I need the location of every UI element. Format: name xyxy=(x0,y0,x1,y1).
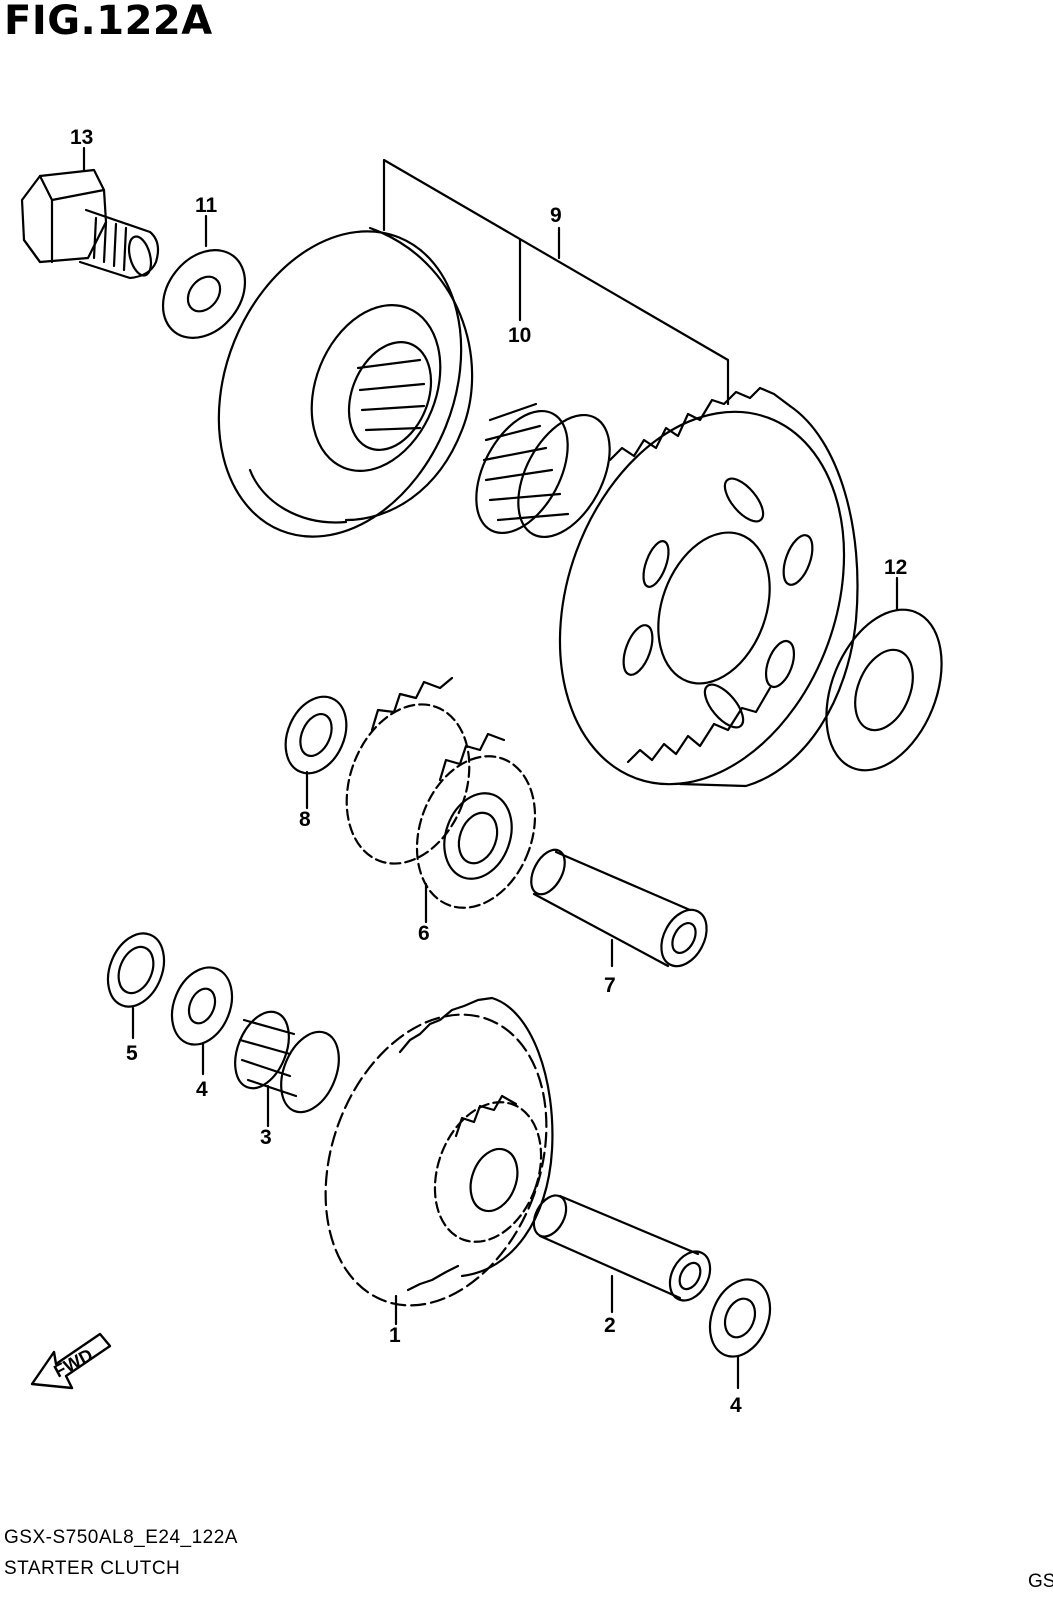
washer-12[interactable] xyxy=(804,576,963,787)
label-7: 7 xyxy=(604,974,616,997)
label-10: 10 xyxy=(508,324,531,347)
label-12: 12 xyxy=(884,556,907,579)
starter-clutch-housing[interactable] xyxy=(175,195,505,573)
group-name: STARTER CLUTCH xyxy=(4,1558,181,1579)
needle-bearing-3[interactable] xyxy=(225,1004,350,1128)
model-code: GSX-S750AL8_E24_122A xyxy=(4,1527,238,1548)
label-9: 9 xyxy=(550,204,562,227)
label-11: 11 xyxy=(195,194,218,217)
label-4-upper: 4 xyxy=(196,1078,208,1101)
part-number-labels: 13 11 9 10 12 8 6 7 5 4 3 1 2 4 xyxy=(70,126,907,1417)
washer-8[interactable] xyxy=(274,687,358,810)
label-13: 13 xyxy=(70,126,93,149)
label-6: 6 xyxy=(418,922,430,945)
bolt-13[interactable] xyxy=(20,146,160,280)
label-3: 3 xyxy=(260,1126,272,1149)
label-1: 1 xyxy=(389,1324,401,1347)
figure-title: FIG.122A xyxy=(4,0,213,44)
label-5: 5 xyxy=(126,1042,138,1065)
assembly-bracket-9 xyxy=(382,158,730,406)
fwd-label: FWD xyxy=(50,1345,96,1382)
washer-4-upper[interactable] xyxy=(161,958,243,1076)
label-4-lower: 4 xyxy=(730,1394,742,1417)
fwd-arrow-icon: FWD xyxy=(30,1332,112,1390)
idler-gear-6[interactable] xyxy=(325,676,555,924)
shaft-7[interactable] xyxy=(524,844,715,974)
washer-5[interactable] xyxy=(98,925,175,1040)
shaft-2[interactable] xyxy=(527,1190,718,1314)
needle-bearing-10[interactable] xyxy=(457,396,628,552)
label-8: 8 xyxy=(299,808,311,831)
label-2: 2 xyxy=(604,1314,616,1337)
washer-4-lower[interactable] xyxy=(699,1270,781,1390)
gear-1[interactable] xyxy=(287,983,585,1336)
starter-gear-9[interactable] xyxy=(510,372,893,825)
corner-text: GS xyxy=(1028,1571,1053,1592)
washer-11[interactable] xyxy=(146,214,262,354)
